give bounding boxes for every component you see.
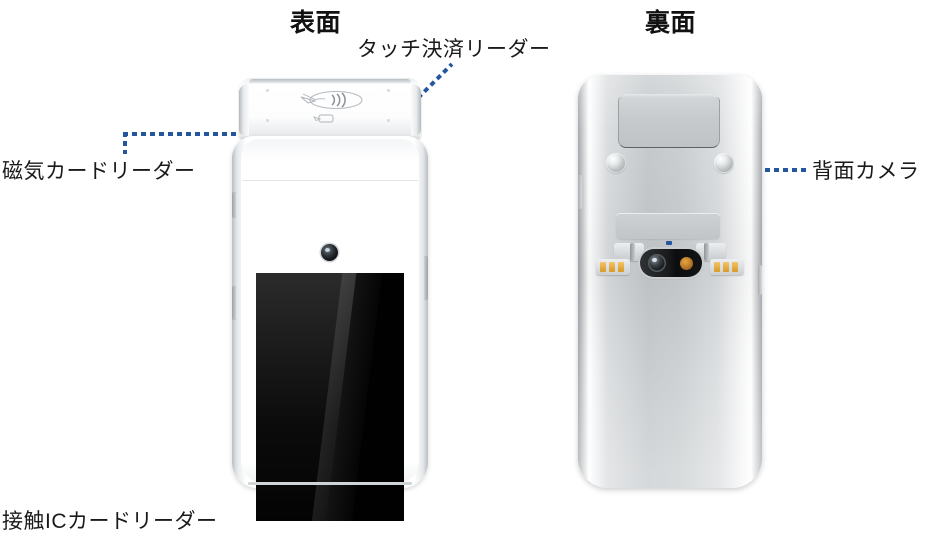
back-middle-panel [616, 213, 720, 239]
screw-icon [387, 119, 390, 122]
device-front [232, 78, 428, 521]
touchscreen-display[interactable] [256, 273, 404, 521]
reader-left-edge [239, 84, 249, 136]
back-clip-bar-left [630, 243, 635, 261]
device-back [578, 75, 762, 488]
side-button-left-lower[interactable] [232, 286, 236, 320]
contact-ic-card-slot [248, 482, 412, 485]
rear-camera-lens-icon [648, 254, 666, 272]
screw-icon [266, 119, 269, 122]
card-tap-icon [313, 111, 335, 123]
heading-front: 表面 [290, 9, 342, 37]
contact-pin [723, 262, 729, 272]
heading-back: 裏面 [645, 9, 697, 37]
contact-pin [732, 262, 738, 272]
leader-magnetic-horizontal [123, 132, 328, 136]
back-chassis [578, 75, 762, 488]
callout-rear-camera: 背面カメラ [812, 160, 920, 183]
reader-right-edge [411, 84, 421, 136]
contact-pad-right [710, 259, 744, 275]
side-button-right[interactable] [424, 256, 428, 300]
camera-status-led-icon [666, 241, 672, 245]
callout-touch-payment-reader: タッチ決済リーダー [357, 38, 551, 61]
screw-icon [387, 89, 390, 92]
back-top-panel [618, 97, 720, 148]
back-clip-bar-right [704, 243, 709, 261]
contact-pin [600, 262, 606, 272]
back-clip-left [614, 243, 644, 261]
front-camera-icon [321, 244, 338, 261]
touch-payment-reader-module [239, 78, 421, 140]
back-screw-left-icon [606, 153, 626, 173]
back-top-panel-cap [622, 94, 714, 99]
leader-magnetic-vertical [123, 132, 127, 154]
back-clip-right [696, 243, 726, 261]
callout-magnetic-card-reader: 磁気カードリーダー [2, 160, 196, 183]
rear-camera-module [640, 249, 702, 277]
side-button-left-upper[interactable] [232, 192, 236, 218]
contactless-nfc-icon [299, 90, 365, 110]
callout-contact-ic-card-reader: 接触ICカードリーダー [2, 510, 218, 533]
contact-pin [714, 262, 720, 272]
magnetic-card-reader-slot [242, 180, 418, 181]
camera-flash-icon [680, 257, 693, 270]
reader-top-lip [249, 79, 411, 83]
contact-pin [618, 262, 624, 272]
back-side-button-left[interactable] [578, 175, 582, 209]
front-chassis [232, 136, 428, 521]
contact-pad-left [596, 259, 630, 275]
back-side-button-right[interactable] [758, 265, 762, 295]
screw-icon [266, 89, 269, 92]
contact-pin [609, 262, 615, 272]
back-screw-right-icon [714, 153, 734, 173]
